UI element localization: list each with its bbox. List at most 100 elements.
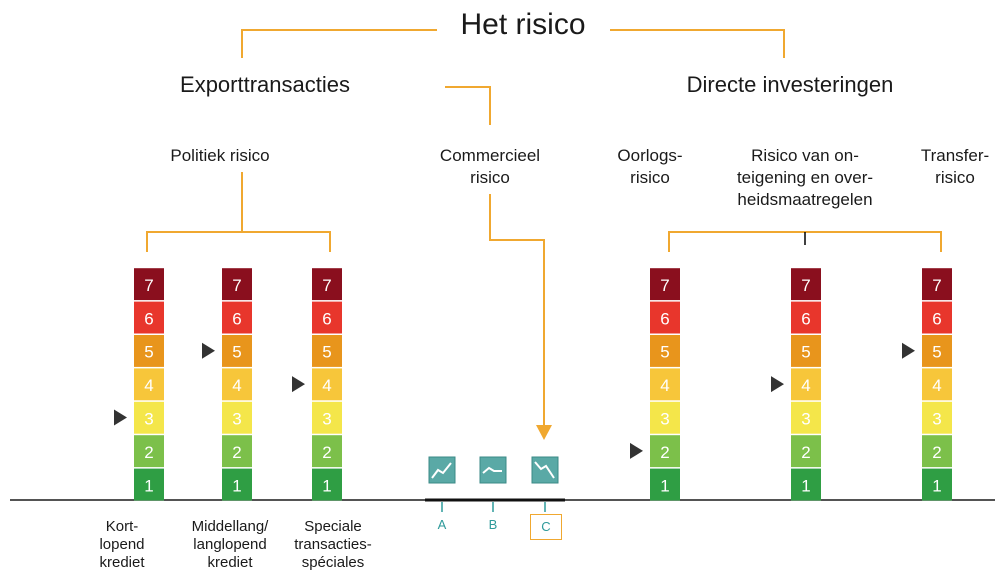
column-label-kort-line3: krediet — [99, 554, 145, 571]
column-label-speciale: Speciale transacties- spéciales — [283, 518, 383, 572]
connector-lines — [146, 29, 942, 440]
level-marker-speciale — [292, 376, 305, 393]
column-label-middellang-line2: langlopend — [193, 536, 267, 553]
connector-title-left — [241, 29, 437, 58]
branch-direct: Directe investeringen — [686, 72, 894, 97]
risk-cell-speciale-1 — [312, 468, 342, 501]
risk-war: Oorlogs- risico — [590, 145, 710, 189]
risk-level-label: 1 — [144, 476, 153, 495]
category-letter-b: B — [488, 517, 498, 532]
risk-cell-oorlog-3 — [650, 401, 680, 434]
risk-cell-kort-4 — [134, 368, 164, 401]
risk-level-label: 2 — [660, 443, 669, 462]
risk-cell-transfer-7 — [922, 268, 952, 301]
risk-cell-transfer-4 — [922, 368, 952, 401]
risk-cell-onteigening-1 — [791, 468, 821, 501]
risk-cell-kort-7 — [134, 268, 164, 301]
risk-cell-middellang-4 — [222, 368, 252, 401]
risk-cell-middellang-7 — [222, 268, 252, 301]
risk-level-label: 1 — [232, 476, 241, 495]
risk-level-label: 2 — [932, 443, 941, 462]
risk-political: Politiek risico — [170, 146, 270, 165]
risk-cell-middellang-2 — [222, 435, 252, 468]
risk-level-label: 6 — [932, 309, 941, 328]
column-label-speciale-line3: spéciales — [301, 554, 365, 571]
risk-cell-middellang-1 — [222, 468, 252, 501]
risk-level-label: 5 — [660, 343, 669, 362]
risk-cell-kort-2 — [134, 435, 164, 468]
risk-level-label: 7 — [932, 276, 941, 295]
risk-transfer-line2: risico — [935, 168, 975, 187]
column-label-middellang-line3: krediet — [207, 554, 253, 571]
level-marker-kort — [114, 409, 127, 426]
risk-level-label: 6 — [144, 309, 153, 328]
risk-cell-transfer-5 — [922, 335, 952, 367]
column-label-speciale-line2: transacties- — [294, 536, 372, 553]
risk-cell-middellang-3 — [222, 401, 252, 434]
risk-cell-speciale-3 — [312, 401, 342, 434]
risk-level-label: 6 — [801, 309, 810, 328]
level-marker-oorlog — [630, 442, 643, 459]
risk-level-label: 1 — [801, 476, 810, 495]
risk-transfer: Transfer- risico — [905, 145, 1005, 189]
risk-cell-speciale-6 — [312, 301, 342, 334]
level-markers — [114, 342, 915, 459]
risk-level-label: 3 — [232, 410, 241, 429]
risk-commercial-line1: Commercieel — [439, 146, 541, 165]
risk-expropriation: Risico van on- teigening en over- heidsm… — [710, 145, 900, 211]
level-marker-transfer — [902, 342, 915, 359]
risk-level-label: 4 — [232, 376, 241, 395]
trend-up-icon — [428, 456, 456, 484]
risk-level-label: 5 — [932, 343, 941, 362]
risk-cell-transfer-6 — [922, 301, 952, 334]
risk-level-label: 3 — [660, 410, 669, 429]
risk-war-line1: Oorlogs- — [617, 146, 683, 165]
level-marker-middellang — [202, 342, 215, 359]
risk-cell-oorlog-1 — [650, 468, 680, 501]
risk-level-label: 7 — [232, 276, 241, 295]
column-label-speciale-line1: Speciale — [304, 518, 362, 535]
risk-cell-onteigening-6 — [791, 301, 821, 334]
risk-cell-transfer-1 — [922, 468, 952, 501]
column-label-middellang-line1: Middellang/ — [191, 518, 269, 535]
risk-level-label: 3 — [322, 410, 331, 429]
column-label-kort: Kort- lopend krediet — [92, 518, 152, 572]
risk-cell-oorlog-7 — [650, 268, 680, 301]
risk-level-label: 7 — [801, 276, 810, 295]
risk-cell-oorlog-4 — [650, 368, 680, 401]
risk-war-line2: risico — [630, 168, 670, 187]
risk-expropriation-line1: Risico van on- — [751, 146, 859, 165]
risk-level-label: 5 — [801, 343, 810, 362]
risk-level-label: 4 — [932, 376, 941, 395]
risk-level-label: 3 — [144, 410, 153, 429]
connector-commercial-top — [445, 86, 491, 125]
risk-level-label: 4 — [322, 376, 331, 395]
risk-level-label: 4 — [801, 376, 810, 395]
trend-flat-icon — [479, 456, 507, 484]
connector-title-right — [610, 29, 785, 58]
commercial-icons — [428, 456, 559, 512]
risk-level-label: 2 — [322, 443, 331, 462]
connector-commercial-arrow — [489, 194, 545, 425]
risk-cell-onteigening-7 — [791, 268, 821, 301]
risk-level-label: 1 — [932, 476, 941, 495]
risk-cell-oorlog-5 — [650, 335, 680, 367]
risk-level-label: 6 — [322, 309, 331, 328]
risk-level-label: 6 — [232, 309, 241, 328]
risk-cell-speciale-5 — [312, 335, 342, 367]
column-label-kort-line1: Kort- — [105, 518, 139, 535]
risk-level-label: 3 — [801, 410, 810, 429]
risk-level-label: 5 — [232, 343, 241, 362]
category-letter-c: C — [530, 514, 562, 540]
risk-cell-speciale-4 — [312, 368, 342, 401]
trend-down-icon — [531, 456, 559, 484]
risk-cell-kort-3 — [134, 401, 164, 434]
risk-cell-speciale-7 — [312, 268, 342, 301]
risk-cell-middellang-5 — [222, 335, 252, 367]
risk-cell-onteigening-2 — [791, 435, 821, 468]
risk-commercial-line2: risico — [470, 168, 510, 187]
risk-bars: 1234567123456712345671234567123456712345… — [134, 268, 952, 501]
risk-expropriation-line3: heidsmaatregelen — [737, 190, 873, 209]
risk-cell-oorlog-2 — [650, 435, 680, 468]
